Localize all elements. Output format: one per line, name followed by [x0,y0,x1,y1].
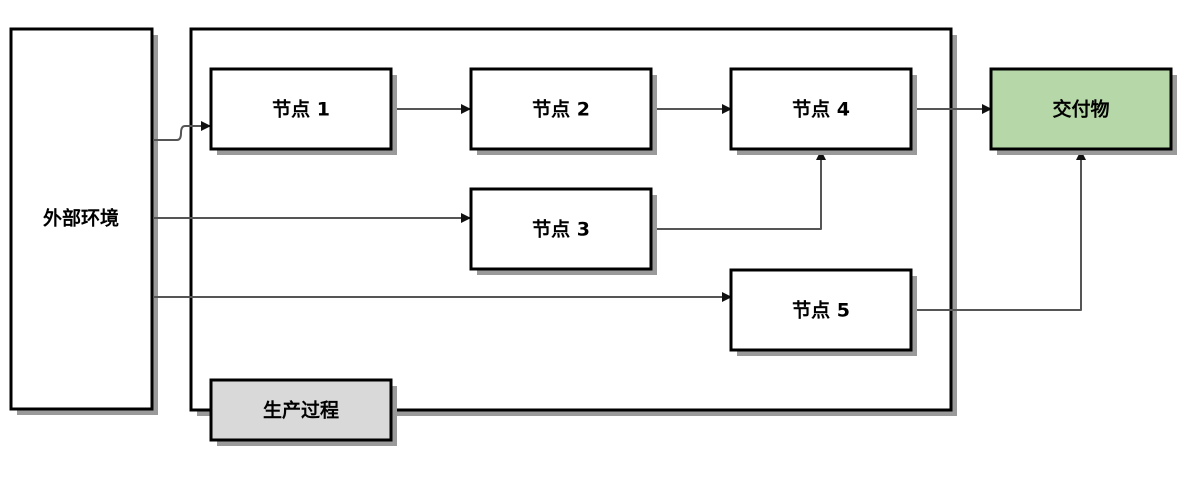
node-5-box: 节点 5 [729,268,917,356]
deliverable-box: 交付物 [989,67,1177,155]
node-4-label: 节点 4 [792,99,850,121]
deliverable-label: 交付物 [1052,98,1109,121]
node-1-label: 节点 1 [272,99,330,121]
node-3-box: 节点 3 [469,187,657,275]
node-1-box: 节点 1 [209,67,397,155]
external-environment-label: 外部环境 [43,207,119,230]
edge-external-to-node1 [153,121,211,141]
node-2-box: 节点 2 [469,67,657,155]
production-process-label: 生产过程 [263,399,339,422]
node-5-label: 节点 5 [792,300,850,322]
production-process-label-box: 生产过程 [209,378,397,446]
edge-node5-to-deliverable [912,150,1086,311]
edge-node3-to-node4 [652,150,826,230]
external-environment-box: 外部环境 [9,27,158,415]
node-3-label: 节点 3 [532,219,590,241]
node-2-label: 节点 2 [532,99,590,121]
edges [153,104,1086,311]
node-4-box: 节点 4 [729,67,917,155]
